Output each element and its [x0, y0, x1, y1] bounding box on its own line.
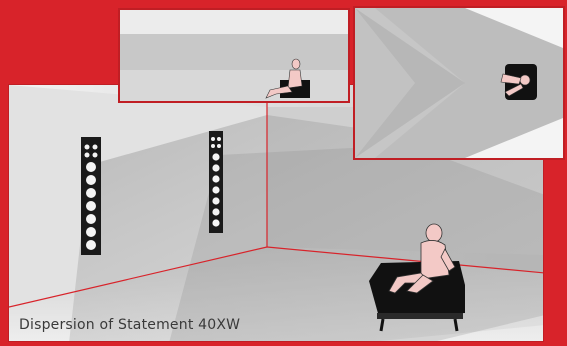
speaker-right-icon: [209, 131, 223, 233]
side-view: [120, 10, 348, 101]
speaker-left-icon: [81, 137, 101, 255]
plan-view: [355, 8, 563, 158]
listener-top-icon: [265, 58, 310, 99]
side-view-panel: [118, 8, 350, 103]
main-room-view: Dispersion of Statement 40XW: [8, 84, 544, 342]
listener-plan-icon: [500, 64, 537, 100]
dispersion-beam-right: [169, 145, 543, 341]
room-perspective: [9, 85, 543, 341]
plan-view-panel: [353, 6, 565, 160]
caption-text: Dispersion of Statement 40XW: [19, 317, 241, 333]
listener-chair-icon: [369, 223, 465, 332]
